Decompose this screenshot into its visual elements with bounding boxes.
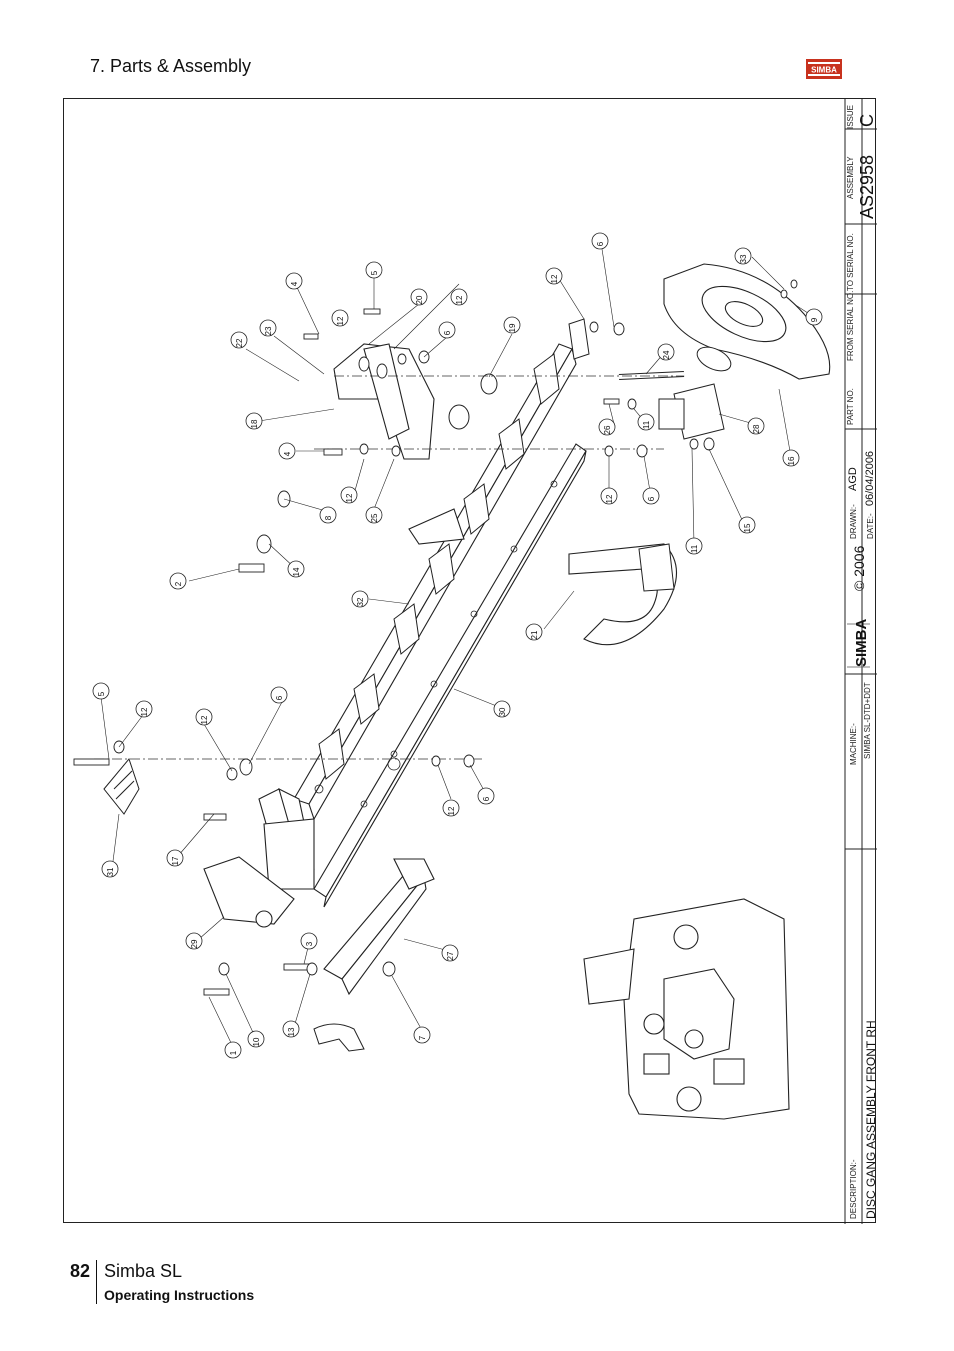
callout-15: 15: [743, 523, 752, 532]
main-frame: [258, 508, 465, 890]
hose-fitting-part-13: [313, 1023, 365, 1052]
machine-value: SIMBA SL-DTD+DDT: [863, 682, 872, 759]
callout-33: 33: [739, 254, 748, 263]
callout-27: 27: [446, 951, 455, 960]
callout-32: 32: [356, 597, 365, 606]
leg-plate: [638, 543, 675, 592]
assembly-number: AS2958: [857, 155, 877, 219]
date-value: 06/04/2006: [864, 451, 876, 506]
copyright: © 2006: [851, 545, 867, 591]
callout-5-left: 5: [97, 691, 106, 696]
callout-30: 30: [498, 707, 507, 716]
callout-12-e: 12: [605, 494, 614, 503]
document-type: Operating Instructions: [104, 1287, 255, 1303]
callout-31: 31: [106, 867, 115, 876]
callout-25: 25: [370, 513, 379, 522]
callout-10: 10: [252, 1037, 261, 1046]
drawing-sheet: ISSUE C ASSEMBLY AS2958 TO SERIAL NO. FR…: [63, 98, 877, 1224]
spacer-part-19: [448, 373, 498, 430]
callout-3: 3: [305, 941, 314, 946]
parts-drawing: ISSUE C ASSEMBLY AS2958 TO SERIAL NO. FR…: [73, 99, 877, 1224]
callout-9: 9: [810, 317, 819, 322]
title-block: [844, 99, 877, 1224]
drawn-value: AGD: [847, 467, 859, 491]
callout-6-e: 6: [482, 796, 491, 801]
page-number: 82: [70, 1261, 91, 1281]
from-serial-label: FROM SERIAL NO.: [846, 291, 855, 361]
callout-18: 18: [250, 419, 259, 428]
callout-11-b: 11: [690, 544, 699, 553]
part-no-label: PART NO.: [846, 388, 855, 425]
callout-12-h: 12: [447, 806, 456, 815]
toolbar-beam-part-30: [313, 443, 587, 908]
callout-bubbles: [92, 232, 823, 1059]
callout-12-b: 12: [336, 316, 345, 325]
callout-21: 21: [530, 630, 539, 639]
footer-divider: [96, 1260, 97, 1304]
beam-holes: [314, 480, 558, 808]
callout-29: 29: [190, 939, 199, 948]
section-title: 7. Parts & Assembly: [90, 56, 252, 76]
issue-value: C: [857, 114, 877, 127]
callout-5-top: 5: [370, 270, 379, 275]
assembly-label: ASSEMBLY: [846, 156, 855, 199]
logo-text: SIMBA: [811, 66, 837, 75]
drawn-label: DRAWN:-: [849, 504, 858, 539]
date-label: DATE:-: [866, 513, 875, 539]
callout-23: 23: [264, 326, 273, 335]
tine-part-31: [103, 757, 140, 815]
product-name: Simba SL: [104, 1261, 183, 1281]
callout-4-mid: 4: [283, 451, 292, 456]
callout-16: 16: [787, 456, 796, 465]
callout-20: 20: [415, 295, 424, 304]
callout-13: 13: [287, 1027, 296, 1036]
inset-detail-view: [583, 898, 790, 1120]
disc-part-16: [663, 263, 831, 380]
callout-28: 28: [752, 424, 761, 433]
description-value: DISC GANG ASSEMBLY FRONT RH: [864, 1020, 877, 1219]
lower-linkage-part-27: [323, 858, 435, 996]
disc-hub-part-28: [658, 346, 732, 440]
callout-24: 24: [662, 350, 671, 359]
title-block-brand: SIMBA: [853, 619, 870, 668]
callout-17: 17: [171, 856, 180, 865]
upper-clamp-part-18: [333, 343, 435, 460]
callout-12-f: 12: [140, 707, 149, 716]
callout-12-d: 12: [550, 274, 559, 283]
callout-7: 7: [418, 1035, 427, 1040]
callout-12-a: 12: [455, 295, 464, 304]
machine-label: MACHINE:-: [849, 723, 858, 765]
callout-14: 14: [292, 567, 301, 576]
to-serial-label: TO SERIAL NO.: [846, 233, 855, 291]
callout-6-a: 6: [443, 330, 452, 335]
issue-label: ISSUE: [846, 105, 855, 129]
title-block-logo: SIMBA: [847, 619, 870, 668]
fasteners: [73, 279, 798, 996]
callout-19: 19: [508, 323, 517, 332]
callout-11-a: 11: [642, 420, 651, 429]
callout-6-c: 6: [647, 496, 656, 501]
callout-1: 1: [229, 1050, 238, 1055]
callout-26: 26: [603, 425, 612, 434]
callout-4-top: 4: [290, 281, 299, 286]
callout-2: 2: [174, 581, 183, 586]
simba-logo: SIMBA: [806, 59, 842, 79]
bracket-lugs: [318, 318, 590, 780]
description-label: DESCRIPTION:-: [849, 1159, 858, 1219]
callout-numbers: 4 5 12 20 12 6 19 23 22 18 4 12 25 8 14 …: [97, 241, 819, 1055]
callout-6-b: 6: [596, 241, 605, 246]
callout-22: 22: [235, 338, 244, 347]
callout-8: 8: [324, 515, 333, 520]
callout-12-g: 12: [200, 715, 209, 724]
bracket-part-29: [203, 856, 295, 928]
callout-12-c: 12: [345, 493, 354, 502]
callout-6-d: 6: [275, 695, 284, 700]
